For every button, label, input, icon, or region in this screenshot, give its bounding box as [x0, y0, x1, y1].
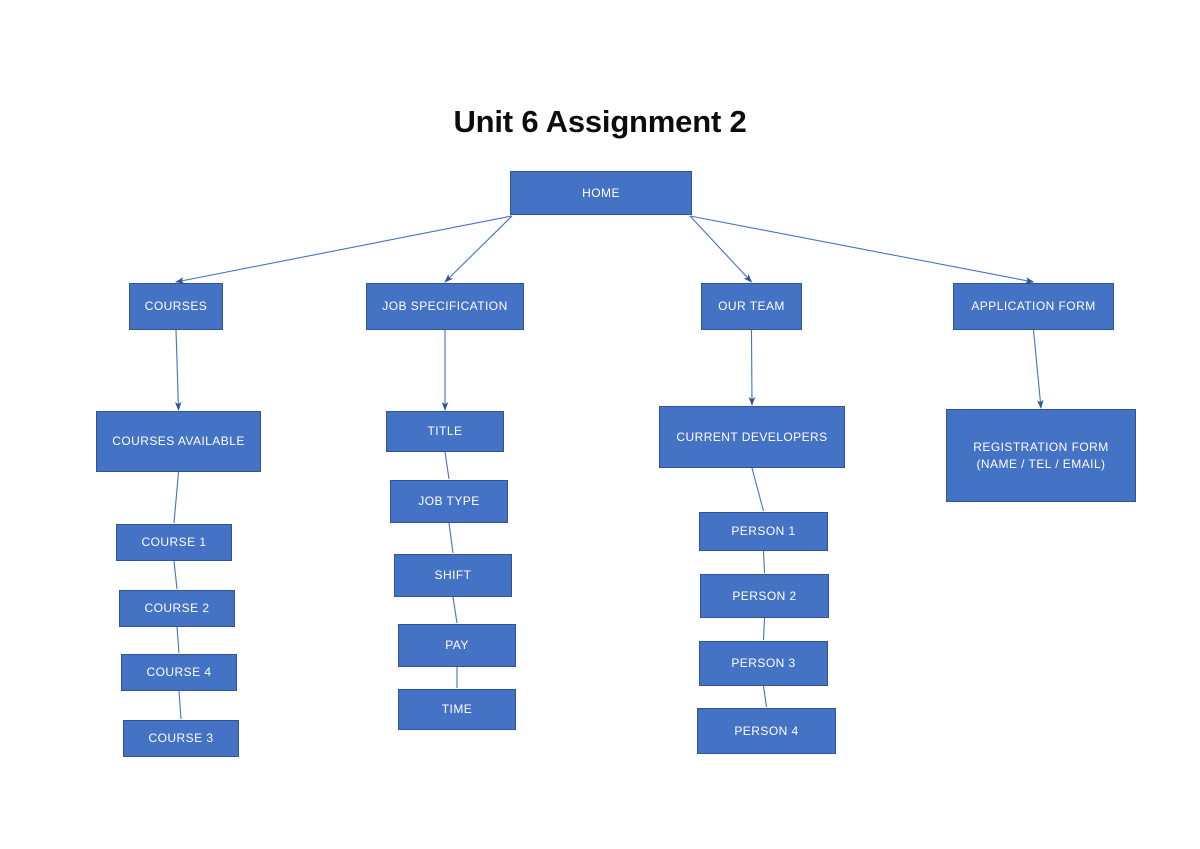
node-label: PERSON 1	[731, 524, 796, 539]
page-title: Unit 6 Assignment 2	[453, 104, 747, 139]
connector-shift-to-pay	[452, 596, 458, 624]
node-label: TITLE	[427, 424, 463, 439]
node-home[interactable]: HOME	[510, 171, 692, 215]
connector-home-to-courses	[175, 215, 513, 284]
connector-person-3-to-person-4	[762, 685, 768, 708]
connector-job-type-to-shift	[448, 522, 454, 554]
node-label: PAY	[445, 638, 469, 653]
node-label: COURSE 2	[144, 601, 210, 616]
node-label: CURRENT DEVELOPERS	[676, 429, 828, 444]
node-job-specification[interactable]: JOB SPECIFICATION	[366, 283, 524, 330]
node-label: COURSES	[144, 299, 208, 314]
node-our-team[interactable]: OUR TEAM	[701, 283, 802, 330]
node-person-4[interactable]: PERSON 4	[697, 708, 836, 754]
node-label: COURSE 1	[141, 535, 207, 550]
node-label: PERSON 3	[731, 656, 796, 671]
connector-home-to-job-specification	[444, 215, 513, 283]
node-label: PERSON 2	[732, 588, 797, 603]
connector-application-form-to-registration-form	[1032, 329, 1044, 409]
node-course-1[interactable]: COURSE 1	[116, 524, 232, 561]
node-label: SHIFT	[434, 568, 472, 583]
node-application-form[interactable]: APPLICATION FORM	[953, 283, 1114, 330]
node-course-4[interactable]: COURSE 4	[121, 654, 237, 691]
node-label: TIME	[441, 702, 473, 717]
connector-courses-available-to-course-1	[173, 471, 180, 524]
connector-title-to-job-type	[444, 451, 450, 480]
connector-course-4-to-course-3	[178, 690, 182, 720]
node-label: APPLICATION FORM	[971, 299, 1096, 314]
node-person-1[interactable]: PERSON 1	[699, 512, 828, 551]
connector-course-2-to-course-4	[176, 626, 180, 654]
connector-courses-to-courses-available	[174, 329, 182, 411]
node-courses-available[interactable]: COURSES AVAILABLE	[96, 411, 261, 472]
connector-our-team-to-current-developers	[748, 329, 756, 406]
connector-course-1-to-course-2	[173, 560, 178, 590]
node-courses[interactable]: COURSES	[129, 283, 223, 330]
connector-person-1-to-person-2	[762, 550, 766, 574]
node-label: PERSON 4	[734, 723, 799, 738]
node-label: REGISTRATION FORM (NAME / TEL / EMAIL)	[973, 440, 1109, 471]
node-person-2[interactable]: PERSON 2	[700, 574, 829, 618]
node-label: JOB SPECIFICATION	[382, 299, 508, 314]
node-label: OUR TEAM	[718, 299, 785, 314]
node-pay[interactable]: PAY	[398, 624, 516, 667]
connector-home-to-our-team	[689, 215, 753, 283]
node-registration-form[interactable]: REGISTRATION FORM (NAME / TEL / EMAIL)	[946, 409, 1136, 502]
node-course-3[interactable]: COURSE 3	[123, 720, 239, 757]
node-label: JOB TYPE	[418, 494, 480, 509]
node-person-3[interactable]: PERSON 3	[699, 641, 828, 686]
connector-home-to-application-form	[689, 215, 1035, 284]
node-shift[interactable]: SHIFT	[394, 554, 512, 597]
node-course-2[interactable]: COURSE 2	[119, 590, 235, 627]
node-current-developers[interactable]: CURRENT DEVELOPERS	[659, 406, 845, 468]
connector-person-2-to-person-3	[762, 617, 766, 641]
node-label: HOME	[582, 185, 620, 200]
node-label: COURSE 3	[148, 731, 214, 746]
node-job-type[interactable]: JOB TYPE	[390, 480, 508, 523]
node-label: COURSE 4	[146, 665, 212, 680]
connector-current-developers-to-person-1	[751, 467, 765, 512]
node-title[interactable]: TITLE	[386, 411, 504, 452]
node-time[interactable]: TIME	[398, 689, 516, 730]
node-label: COURSES AVAILABLE	[112, 434, 245, 449]
